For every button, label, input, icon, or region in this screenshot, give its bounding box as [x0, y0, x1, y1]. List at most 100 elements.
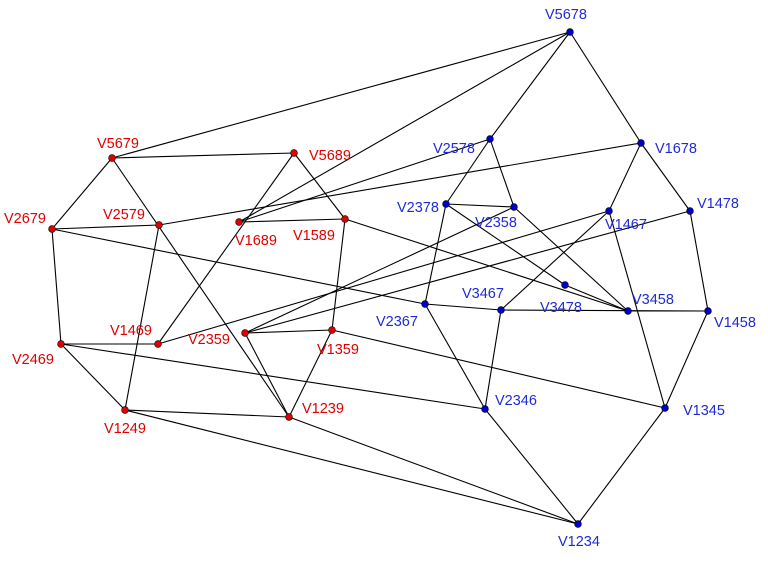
vertex-label-v3467: V3467 [462, 286, 504, 302]
vertex-v2679 [48, 225, 56, 233]
vertex-v2579 [155, 221, 163, 229]
edge-v1458-v1345 [664, 310, 709, 409]
edge-v2578-v2358 [489, 138, 515, 208]
edge-v2579-v1249 [124, 224, 160, 411]
vertex-v5689 [290, 149, 298, 157]
vertex-v1234 [574, 520, 582, 528]
edge-v2579-v1678 [158, 142, 642, 226]
vertex-label-v1467: V1467 [605, 217, 647, 233]
vertex-label-v1345: V1345 [683, 403, 725, 419]
edge-v5678-v2578 [489, 31, 571, 140]
edge-v5678-v1678 [569, 31, 642, 144]
vertex-label-v5679: V5679 [97, 136, 139, 152]
edge-v2469-v1249 [60, 343, 126, 411]
vertex-label-v2679: V2679 [4, 211, 46, 227]
edge-v1589-v3458 [344, 218, 629, 312]
edge-v2359-v1359 [244, 329, 333, 334]
vertex-label-v2346: V2346 [495, 393, 537, 409]
vertex-v3467 [497, 306, 505, 314]
edge-v2469-v2346 [60, 343, 486, 410]
vertex-v5678 [566, 28, 574, 36]
edge-v2367-v3467 [424, 303, 502, 311]
edge-v1359-v1239 [288, 329, 333, 418]
edge-v2359-v1239 [244, 332, 290, 418]
vertex-label-v2358: V2358 [475, 215, 517, 231]
vertex-v1359 [328, 326, 336, 334]
edge-v5679-v1239 [111, 157, 290, 418]
vertex-v1689 [235, 218, 243, 226]
vertex-label-v2469: V2469 [12, 352, 54, 368]
vertex-label-v3478: V3478 [540, 300, 582, 316]
vertex-v1467 [605, 207, 613, 215]
vertex-label-v1478: V1478 [697, 196, 739, 212]
vertex-label-v5678: V5678 [545, 7, 587, 23]
edge-v1589-v1359 [331, 218, 346, 331]
edge-v1689-v2578 [238, 138, 491, 223]
vertex-v1345 [661, 404, 669, 412]
edge-v1249-v1234 [124, 409, 579, 525]
edge-v1249-v1239 [124, 409, 290, 418]
vertex-label-v1458: V1458 [714, 315, 756, 331]
vertex-label-v2579: V2579 [103, 207, 145, 223]
edge-v3467-v2346 [484, 309, 502, 410]
vertex-label-v2359: V2359 [188, 332, 230, 348]
edge-v3478-v3458 [564, 284, 629, 312]
vertex-v2469 [57, 340, 65, 348]
vertex-v3458 [624, 307, 632, 315]
vertex-v2359 [241, 329, 249, 337]
vertex-label-v1689: V1689 [235, 233, 277, 249]
edge-v1478-v1458 [689, 210, 709, 312]
edge-v1678-v1478 [640, 142, 691, 212]
edge-v1689-v1589 [238, 218, 346, 223]
edge-v5689-v1589 [293, 152, 346, 220]
vertex-v5679 [108, 154, 116, 162]
vertex-v2367 [421, 300, 429, 308]
edge-v1239-v1234 [288, 416, 579, 525]
edge-v1678-v1467 [608, 142, 642, 212]
edge-v2378-v2358 [445, 203, 515, 208]
edge-v1467-v3467 [500, 210, 610, 311]
edge-v2579-v2679 [51, 224, 160, 230]
edge-v1467-v1345 [608, 210, 666, 409]
edge-v1345-v1234 [577, 407, 666, 525]
edge-v5679-v5689 [111, 152, 295, 159]
vertex-v1469 [154, 340, 162, 348]
edge-v5678-v5679 [111, 31, 571, 159]
edge-v2378-v2367 [424, 203, 447, 305]
edge-v2359-v1478 [244, 210, 691, 334]
vertex-v1239 [285, 413, 293, 421]
vertex-v1478 [686, 207, 694, 215]
edge-v5689-v1469 [157, 152, 295, 345]
edge-v2578-v2378 [445, 138, 491, 205]
edge-v2378-v3478 [445, 203, 566, 286]
edge-v5678-v1689 [238, 31, 571, 223]
vertex-label-v1589: V1589 [293, 228, 335, 244]
edge-v2679-v2367 [51, 228, 426, 305]
vertex-v2578 [486, 135, 494, 143]
edge-v2359-v2358 [244, 206, 515, 334]
vertex-v2358 [510, 203, 518, 211]
vertex-v2378 [442, 200, 450, 208]
edge-v5679-v2679 [51, 157, 113, 230]
vertex-label-v1469: V1469 [110, 323, 152, 339]
vertex-label-v1359: V1359 [317, 342, 359, 358]
nodes-layer [48, 28, 712, 528]
edge-v2679-v2469 [51, 228, 62, 345]
vertex-label-v2378: V2378 [397, 200, 439, 216]
vertex-label-v1678: V1678 [655, 141, 697, 157]
vertex-label-v1234: V1234 [558, 534, 600, 550]
vertex-label-v2367: V2367 [376, 314, 418, 330]
vertex-v1678 [637, 139, 645, 147]
vertex-v2346 [481, 405, 489, 413]
edge-v1359-v1345 [331, 329, 666, 409]
vertex-label-v3458: V3458 [632, 292, 674, 308]
edge-v1469-v1467 [157, 210, 610, 345]
vertex-v1589 [341, 215, 349, 223]
edge-v2367-v2346 [424, 303, 486, 410]
vertex-label-v5689: V5689 [309, 148, 351, 164]
edges-layer [51, 31, 709, 525]
vertex-label-v1239: V1239 [302, 401, 344, 417]
vertex-v3478 [561, 281, 569, 289]
vertex-v1249 [121, 406, 129, 414]
